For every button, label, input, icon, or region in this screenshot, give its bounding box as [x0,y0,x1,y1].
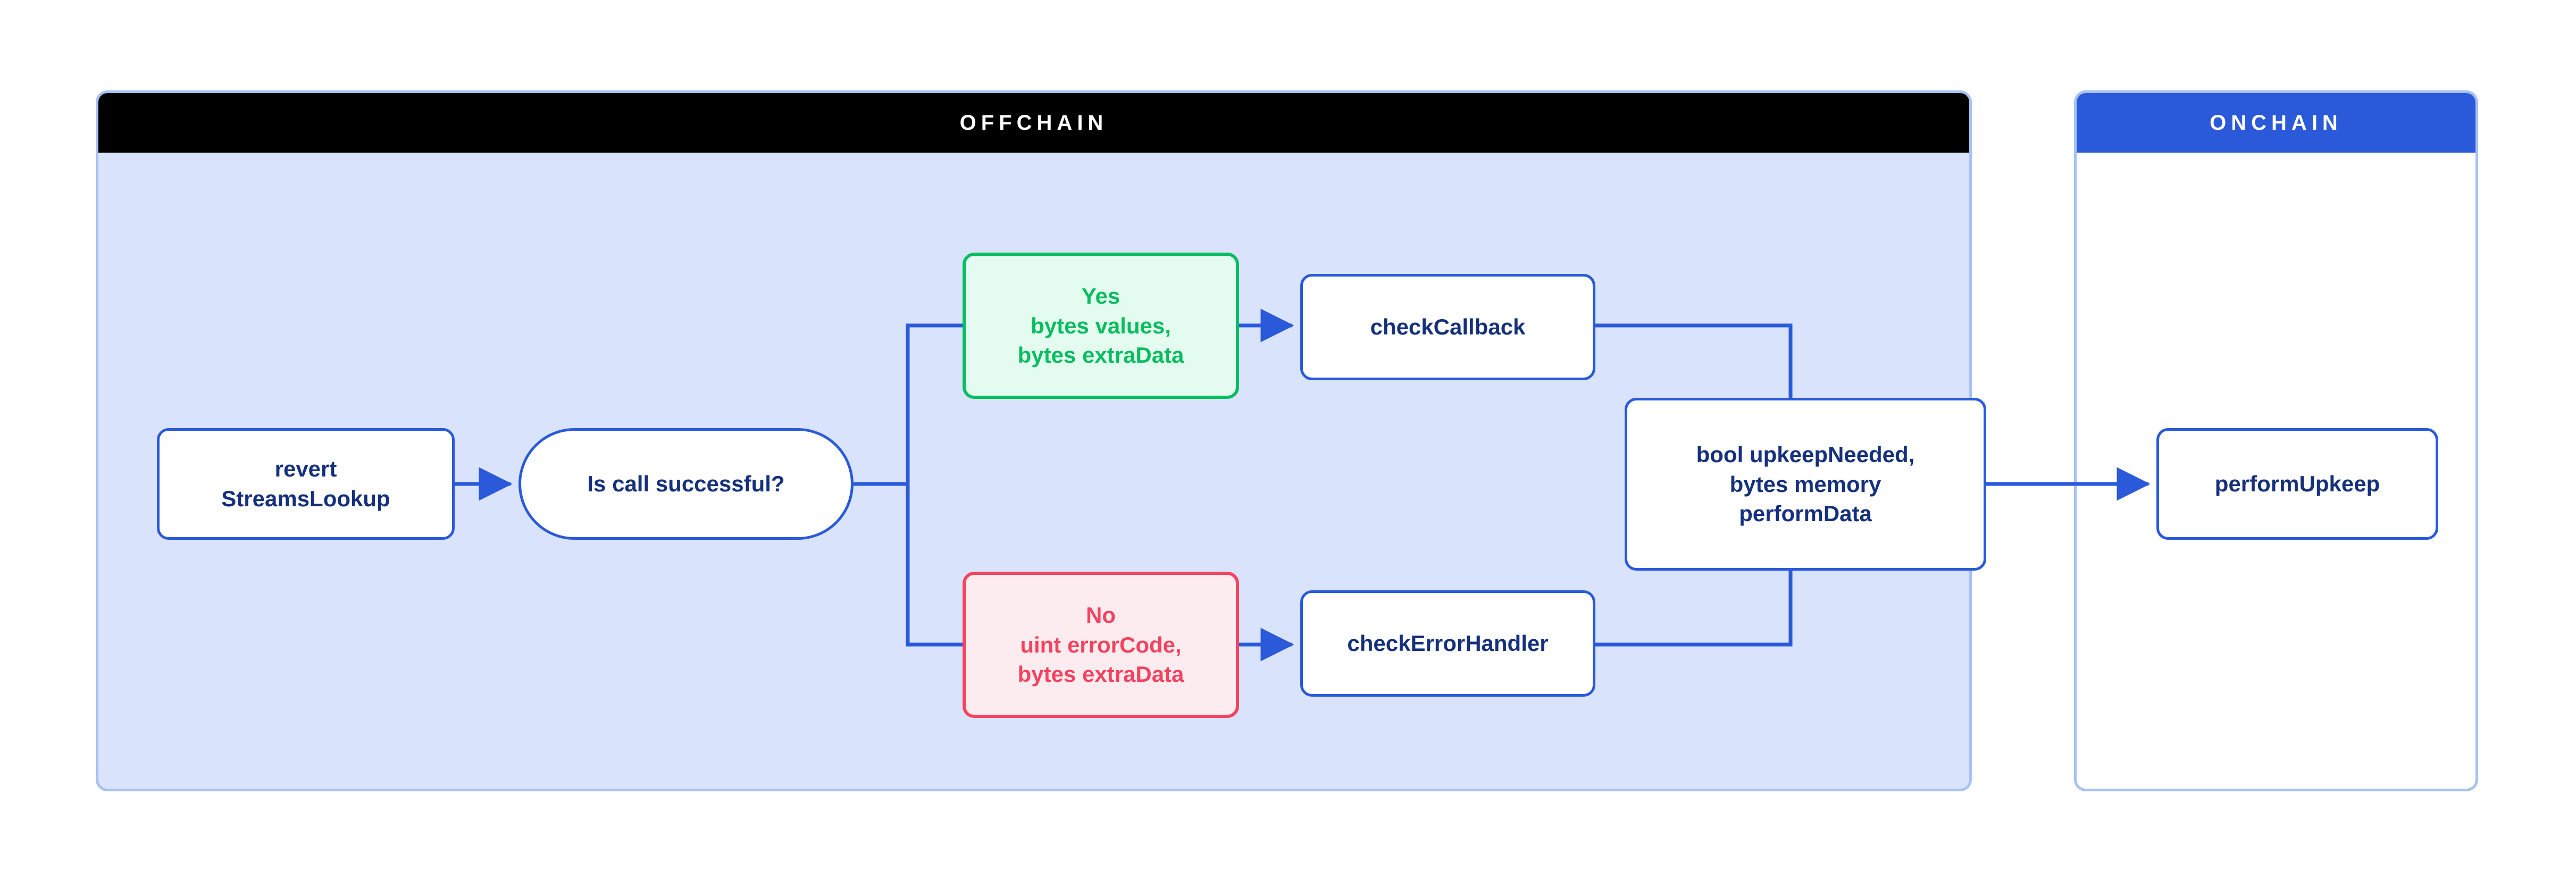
node-is-call-successful[interactable]: Is call successful? [518,428,854,540]
node-perform-upkeep[interactable]: performUpkeep [2156,428,2438,540]
node-check-error-handler[interactable]: checkErrorHandler [1300,590,1595,697]
node-bool-upkeep-needed[interactable]: bool upkeepNeeded, bytes memory performD… [1625,398,1986,571]
node-check-callback[interactable]: checkCallback [1300,274,1595,380]
node-revert-streamslookup[interactable]: revert StreamsLookup [157,428,455,540]
offchain-panel-header: OFFCHAIN [98,93,1969,153]
node-yes-branch[interactable]: Yes bytes values, bytes extraData [963,253,1239,399]
node-no-branch[interactable]: No uint errorCode, bytes extraData [963,572,1239,718]
onchain-panel-header: ONCHAIN [2077,93,2475,153]
